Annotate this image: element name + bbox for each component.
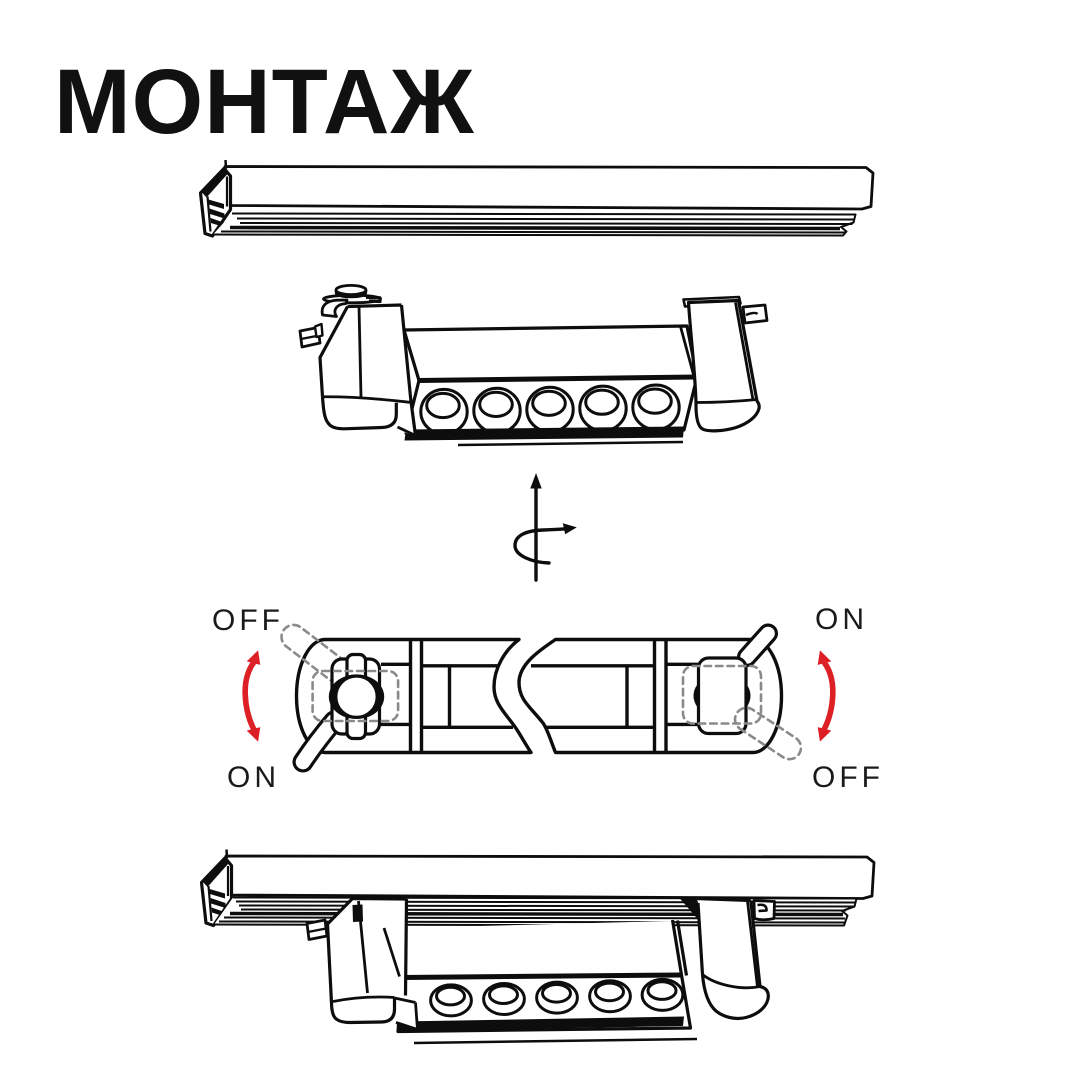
svg-text:ON: ON [815, 603, 868, 636]
svg-text:МОНТАЖ: МОНТАЖ [54, 51, 475, 153]
svg-text:OFF: OFF [212, 604, 284, 637]
svg-text:ON: ON [227, 761, 280, 794]
svg-text:OFF: OFF [812, 761, 884, 794]
